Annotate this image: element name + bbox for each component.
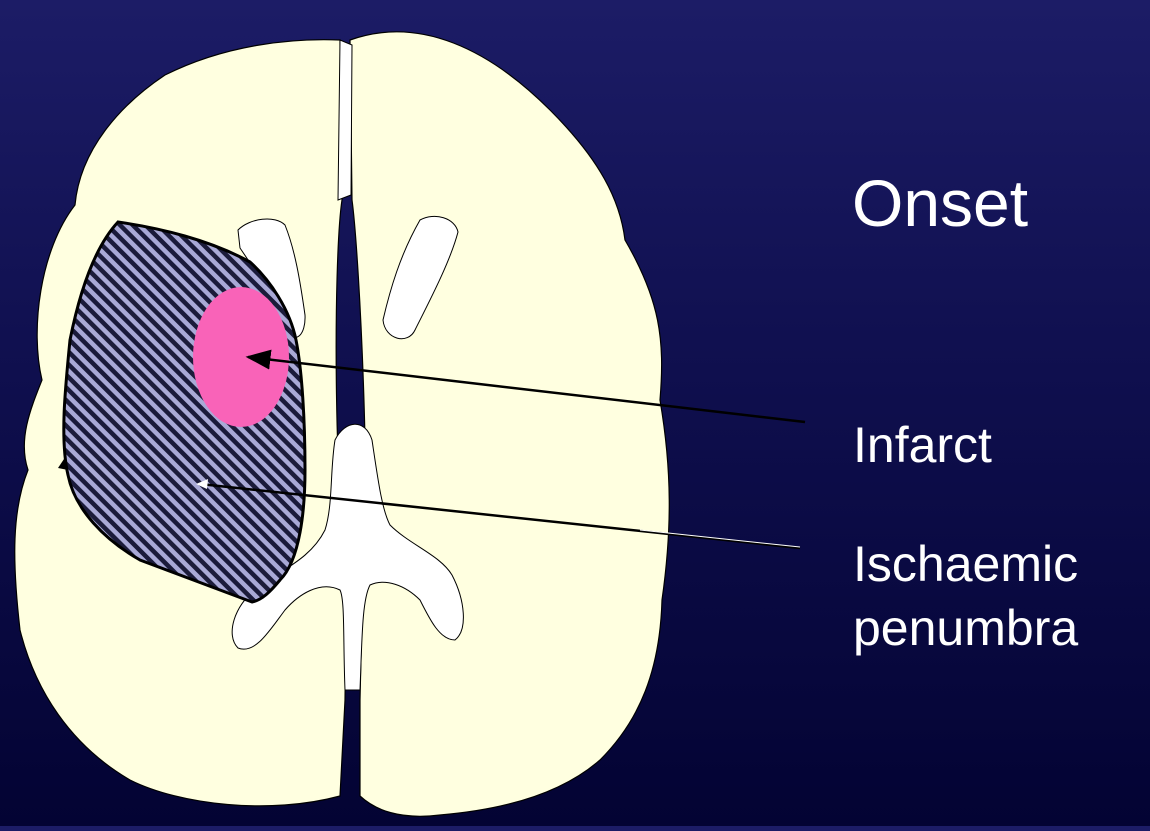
infarct-core: [193, 287, 289, 427]
infarct-label: Infarct: [853, 420, 992, 470]
interhemispheric-fissure: [338, 40, 352, 200]
brain-right-hemisphere: [350, 32, 669, 816]
penumbra-label-line1: Ischaemic: [853, 532, 1078, 596]
penumbra-label-line2: penumbra: [853, 596, 1078, 660]
slide-title: Onset: [852, 170, 1028, 236]
penumbra-label: Ischaemic penumbra: [853, 532, 1078, 660]
